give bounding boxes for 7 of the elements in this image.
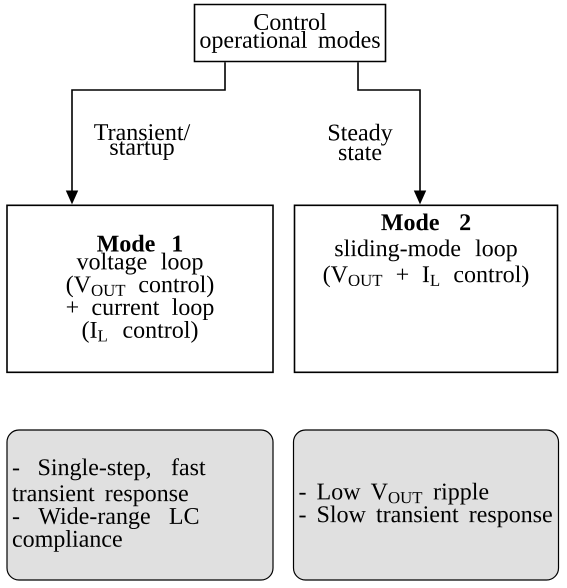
title-box: Control operational modes	[194, 4, 386, 62]
edge-label: Transient/ startup	[86, 123, 198, 161]
mode-box: Mode 1 voltage loop (V$_{OUT}$ control) + current loop (I$_{L}$ control)	[6, 204, 274, 374]
note-box: - Single-step, fast transient response - Wide-range LC compliance	[6, 429, 274, 581]
edge-label: Steady state	[314, 122, 406, 162]
note-box: - Low V$_{OUT}$ ripple - Slow transient response	[292, 429, 560, 581]
mode-box: Mode 2 sliding-mode loop (V$_{OUT}$ + I$_{L}$ control)	[294, 204, 558, 374]
